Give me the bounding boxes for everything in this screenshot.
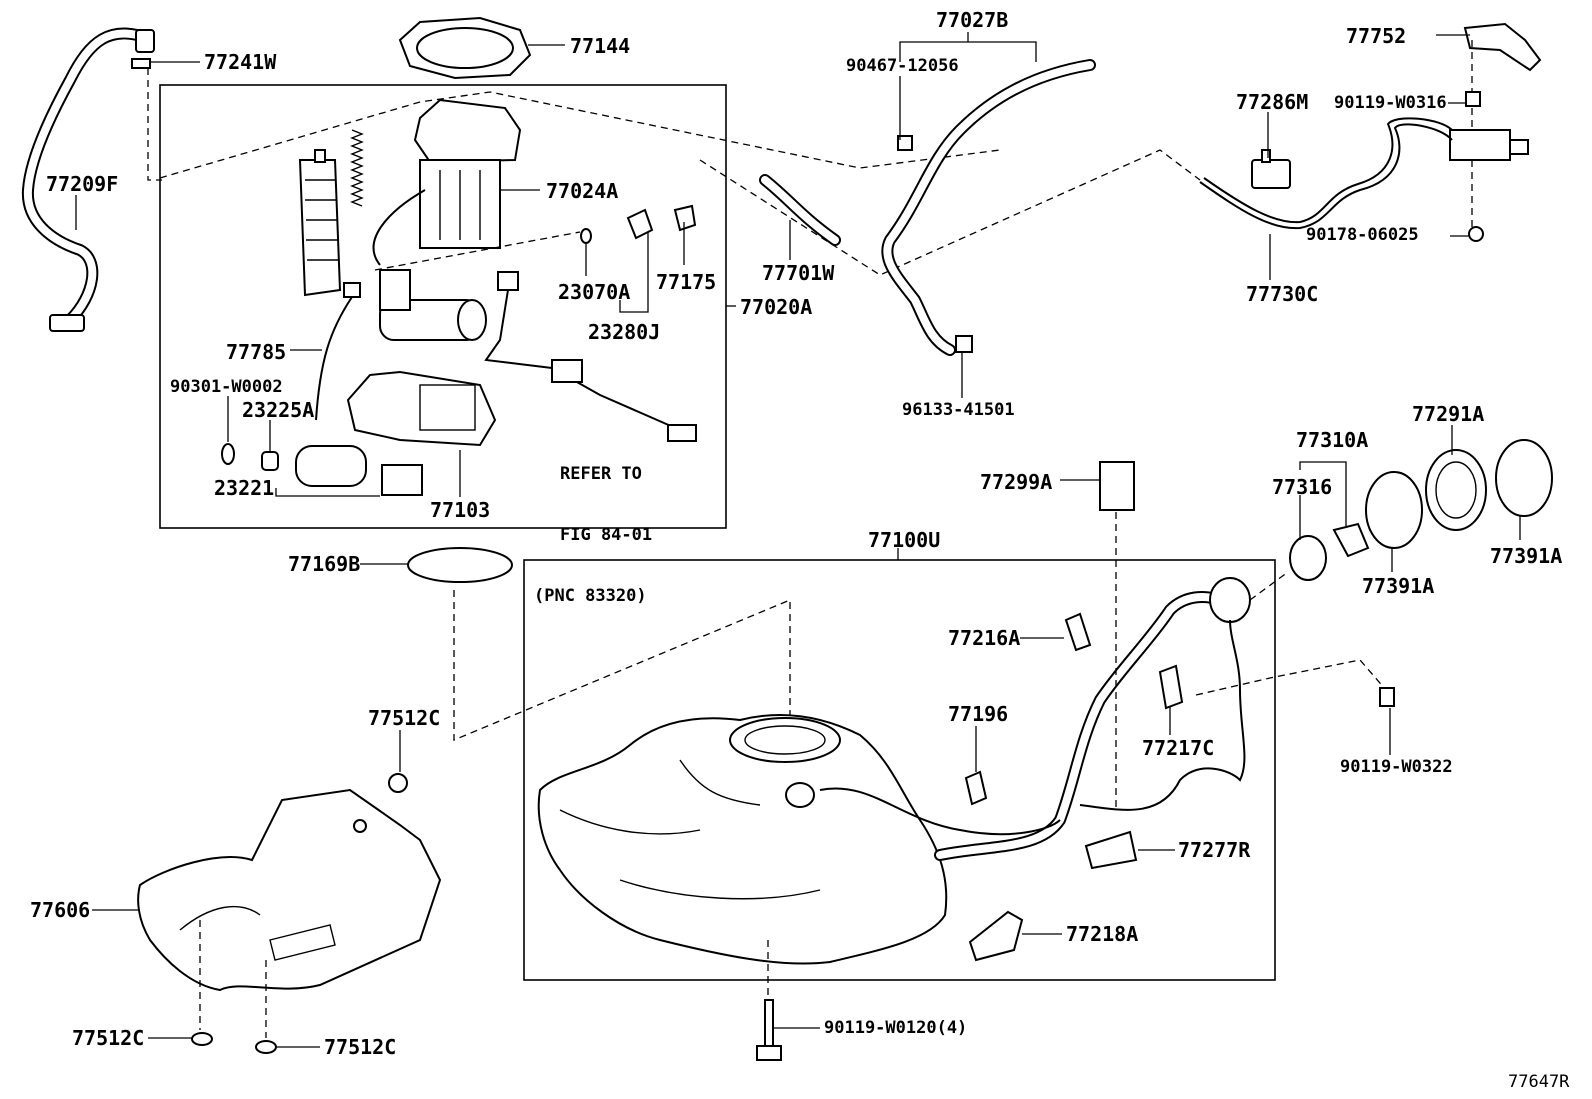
- label-77027B: 77027B: [936, 8, 1009, 32]
- label-77103: 77103: [430, 498, 491, 522]
- label-77316: 77316: [1272, 475, 1333, 499]
- sensor-77286M: [1251, 149, 1291, 189]
- clip-77196: [964, 770, 988, 806]
- gasket-77391A-b: [1495, 439, 1553, 517]
- label-90178-06025: 90178-06025: [1306, 225, 1419, 245]
- leader-lines: [75, 32, 1521, 1048]
- label-77730C: 77730C: [1246, 282, 1319, 306]
- label-77512C-top: 77512C: [368, 706, 441, 730]
- label-90119-W0322: 90119-W0322: [1340, 757, 1453, 777]
- label-90301-W0002: 90301-W0002: [170, 377, 283, 397]
- label-77175: 77175: [656, 270, 717, 294]
- gasket-77391A-a: [1365, 471, 1423, 549]
- regulator-part: [626, 208, 654, 240]
- fuel-pump-motor: [379, 269, 487, 341]
- retainer-ring-77144: [398, 16, 532, 80]
- fuel-tank-77100U: [537, 714, 948, 965]
- fuel-tank-assembly-box: [523, 559, 1276, 981]
- clip-77175: [673, 204, 697, 232]
- label-77100U: 77100U: [868, 528, 941, 552]
- refer-note-line1: REFER TO: [560, 463, 642, 484]
- label-77391A-a: 77391A: [1362, 574, 1435, 598]
- plug-77512C-bl: [191, 1032, 213, 1046]
- clip-77277R: [1084, 830, 1138, 870]
- hose-77027B: [881, 59, 1096, 356]
- label-77752: 77752: [1346, 24, 1407, 48]
- label-23221: 23221: [214, 476, 275, 500]
- label-77512C-br: 77512C: [324, 1035, 397, 1059]
- bolt-90119-W0322: [1379, 687, 1395, 707]
- hose-77701W: [759, 174, 841, 246]
- plug-77512C-br: [255, 1040, 277, 1054]
- label-77286M: 77286M: [1236, 90, 1309, 114]
- label-77216A: 77216A: [948, 626, 1021, 650]
- diagram-code: 77647R: [1508, 1072, 1570, 1092]
- o-ring-90301-W0002: [221, 443, 235, 465]
- fuel-sender-wire: [315, 271, 697, 442]
- label-77209F: 77209F: [46, 172, 119, 196]
- pump-bracket-77103: [346, 370, 497, 447]
- vent-valve-77299A: [1099, 461, 1135, 511]
- label-77169B: 77169B: [288, 552, 361, 576]
- label-77218A: 77218A: [1066, 922, 1139, 946]
- label-23225A: 23225A: [242, 398, 315, 422]
- label-77020A: 77020A: [740, 295, 813, 319]
- grommet-90178-06025: [1468, 226, 1484, 242]
- protector-77606: [137, 788, 442, 992]
- label-77310A: 77310A: [1296, 428, 1369, 452]
- filler-neck: [819, 577, 1251, 861]
- o-ring-23070A: [580, 228, 592, 244]
- plug-77512C-top: [388, 773, 408, 793]
- label-77144: 77144: [570, 34, 631, 58]
- canister-valve: [1449, 129, 1529, 161]
- label-90119-W0120: 90119-W0120(4): [824, 1018, 968, 1038]
- refer-note-line2: FIG 84-01: [560, 524, 653, 545]
- label-77606: 77606: [30, 898, 91, 922]
- label-77299A: 77299A: [980, 470, 1053, 494]
- label-77785: 77785: [226, 340, 287, 364]
- refer-note: REFER TO FIG 84-01 (PNC 83320): [534, 423, 653, 627]
- label-77701W: 77701W: [762, 261, 835, 285]
- bolt-90119-W0120: [756, 999, 782, 1061]
- label-90119-W0316: 90119-W0316: [1334, 93, 1447, 113]
- clamp-96133-41501: [955, 335, 973, 353]
- fuel-pump-module-77024A: [372, 98, 522, 266]
- clip-77216A: [1064, 612, 1092, 652]
- label-77291A: 77291A: [1412, 402, 1485, 426]
- filter-23225A: [261, 451, 279, 471]
- cap-77310A: [1332, 522, 1370, 558]
- filler-cap-77291A: [1425, 449, 1487, 531]
- refer-note-line3: (PNC 83320): [534, 586, 647, 607]
- fuel-pump-23221: [295, 445, 423, 496]
- gasket-77169B: [407, 547, 513, 583]
- label-90467-12056: 90467-12056: [846, 56, 959, 76]
- fuel-filter-element: [298, 149, 342, 297]
- clamp-90467-12056: [897, 135, 913, 151]
- label-77196: 77196: [948, 702, 1009, 726]
- label-77241W: 77241W: [204, 50, 277, 74]
- label-77217C: 77217C: [1142, 736, 1215, 760]
- label-23280J: 23280J: [588, 320, 661, 344]
- clip-77217C: [1158, 664, 1184, 710]
- label-23070A: 23070A: [558, 280, 631, 304]
- spring: [350, 129, 364, 207]
- label-77277R: 77277R: [1178, 838, 1251, 862]
- clip-77218A: [968, 910, 1024, 962]
- gasket-77316: [1289, 535, 1327, 581]
- bolt-90119-W0316: [1465, 91, 1481, 107]
- bracket-77752: [1463, 22, 1542, 72]
- label-77024A: 77024A: [546, 179, 619, 203]
- label-77512C-bl: 77512C: [72, 1026, 145, 1050]
- fuel-line-77209F: [21, 27, 155, 332]
- label-96133-41501: 96133-41501: [902, 400, 1015, 420]
- hose-77730C: [1199, 117, 1453, 230]
- label-77391A-b: 77391A: [1490, 544, 1563, 568]
- clip-77241W: [131, 58, 151, 69]
